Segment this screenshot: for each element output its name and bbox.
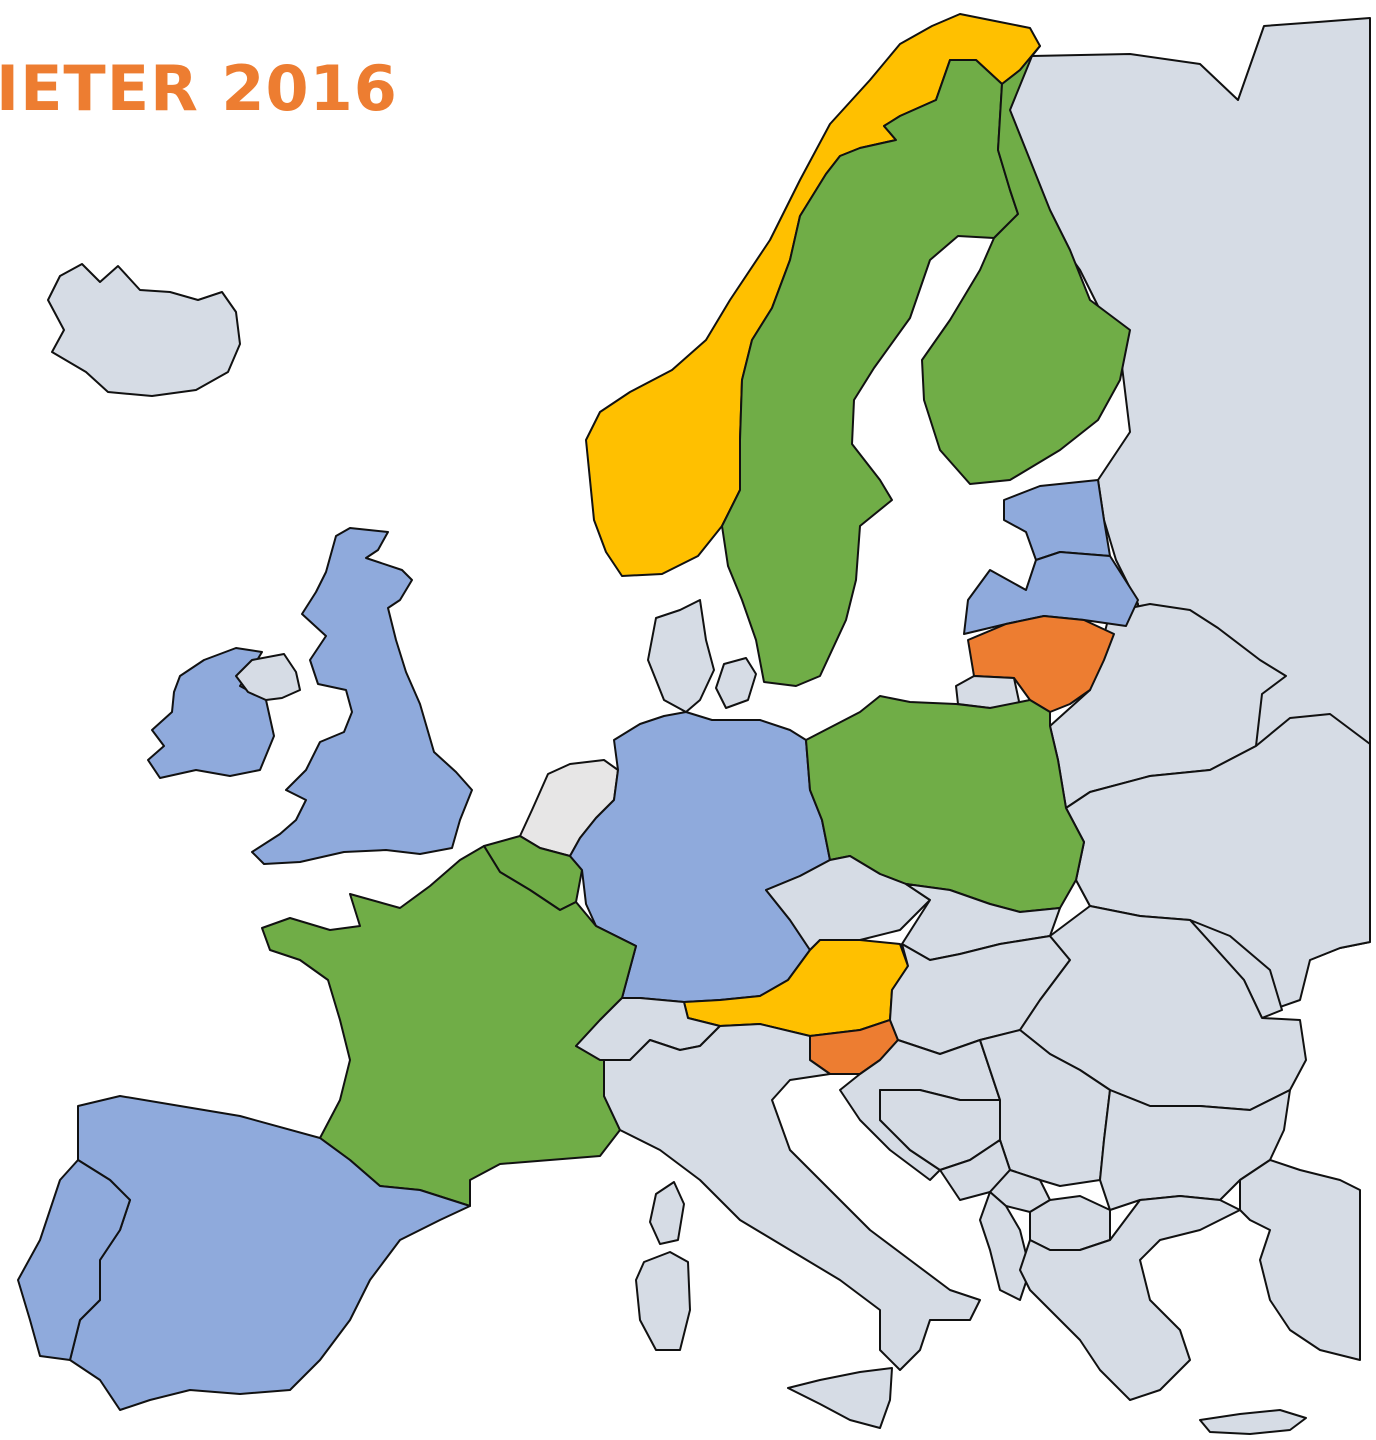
country-turkey[interactable] [1239, 1159, 1361, 1361]
map-title: IETER 2016 [0, 52, 398, 125]
country-denmark[interactable] [647, 599, 715, 713]
country-portugal[interactable] [17, 1159, 131, 1361]
country-finland[interactable] [921, 45, 1131, 485]
country-greece[interactable] [1019, 1195, 1241, 1401]
country-united-kingdom[interactable] [251, 527, 473, 865]
country-albania[interactable] [979, 1191, 1031, 1301]
country-denmark-zealand[interactable] [715, 657, 757, 709]
country-sardinia[interactable] [635, 1251, 691, 1351]
country-crete[interactable] [1199, 1409, 1307, 1435]
country-corsica[interactable] [649, 1181, 685, 1245]
country-sicily[interactable] [787, 1367, 893, 1429]
country-serbia[interactable] [979, 1029, 1111, 1187]
country-north-macedonia[interactable] [1029, 1195, 1111, 1251]
country-northern-ireland[interactable] [235, 653, 301, 701]
country-iceland[interactable] [47, 263, 241, 397]
country-italy[interactable] [603, 1023, 981, 1371]
